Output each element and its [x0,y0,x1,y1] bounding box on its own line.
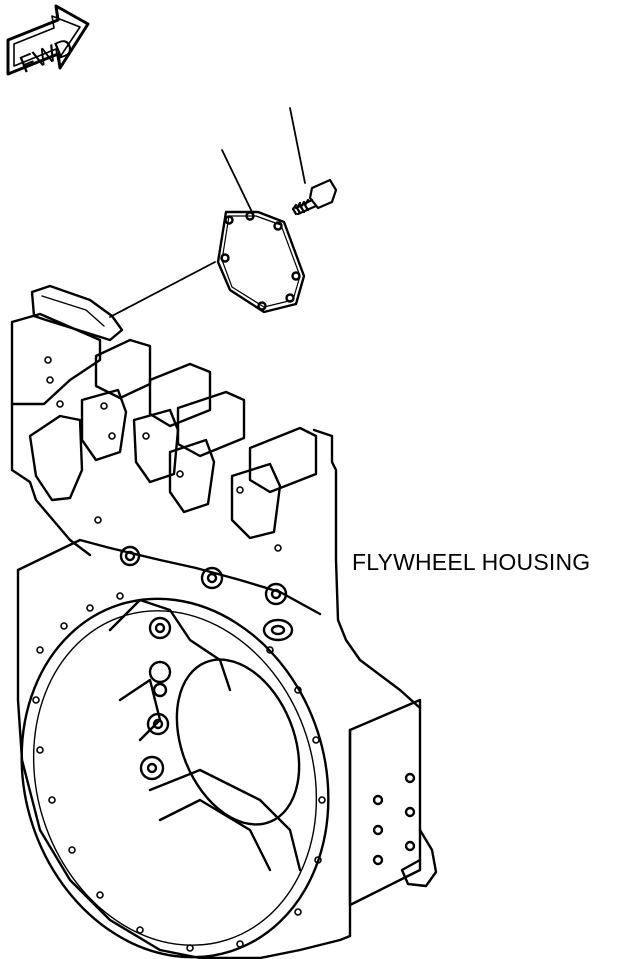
leader-lines [109,107,306,318]
flywheel-housing-part [10,284,438,959]
forward-arrow-icon: FWD [6,4,90,79]
bolt-part [291,178,338,216]
cover-plate-part [216,210,306,314]
flywheel-housing-label: FLYWHEEL HOUSING [352,549,591,575]
